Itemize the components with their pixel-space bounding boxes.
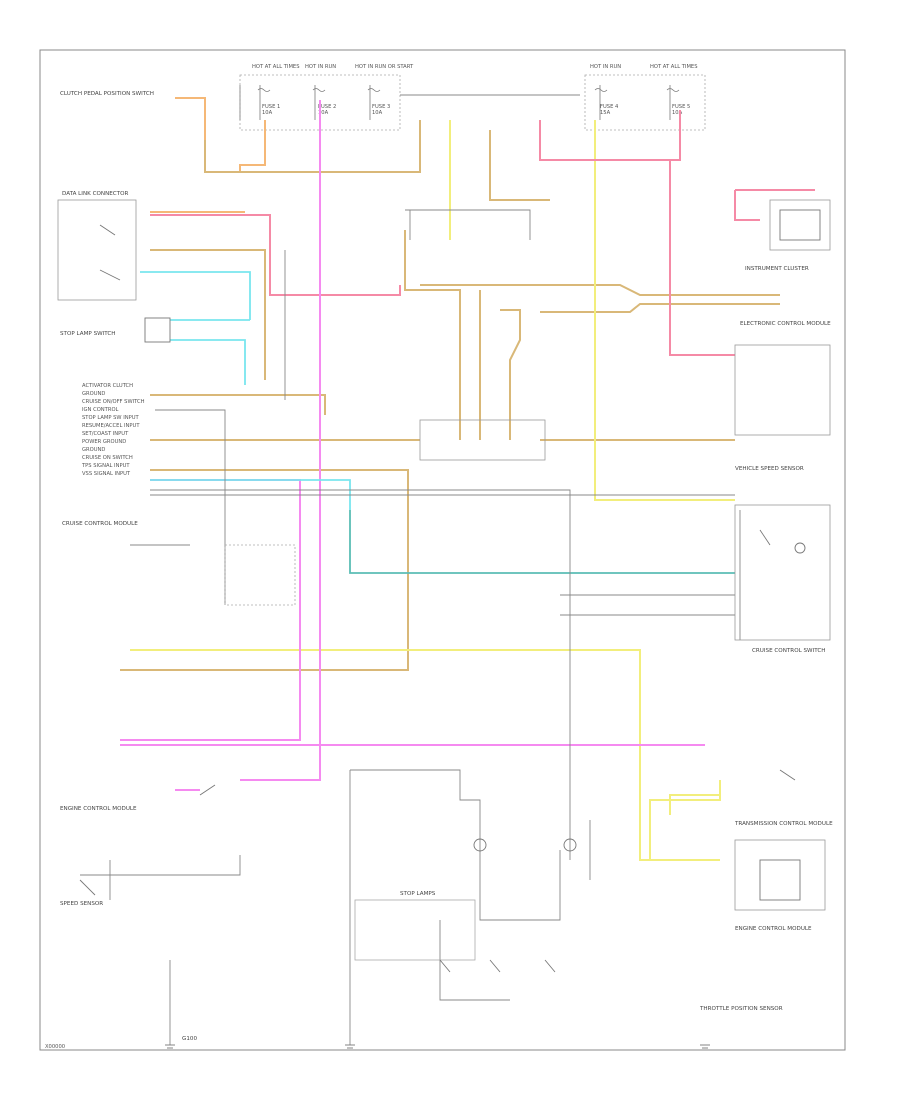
svg-text:FUSE 1: FUSE 1 — [262, 104, 280, 110]
pin-label: GROUND — [82, 447, 105, 453]
junction-box — [419, 419, 546, 461]
wire-tan — [120, 120, 780, 671]
svg-text:HOT AT ALL TIMES: HOT AT ALL TIMES — [252, 64, 300, 70]
fuse-symbols — [257, 88, 680, 92]
fuse-5: HOT AT ALL TIMES FUSE 5 10A — [650, 64, 698, 116]
svg-text:15A: 15A — [600, 110, 611, 116]
fuse-2: HOT IN RUN FUSE 2 10A — [305, 64, 336, 116]
cruise-control-switch-box — [734, 504, 831, 641]
pin-label: CRUISE ON SWITCH — [82, 455, 133, 461]
svg-text:FUSE 2: FUSE 2 — [318, 104, 336, 110]
wire-orange — [150, 97, 266, 213]
svg-text:HOT IN RUN: HOT IN RUN — [305, 64, 336, 70]
wire-cyan — [140, 271, 351, 510]
engine-module-box-left — [224, 544, 296, 606]
svg-text:10A: 10A — [318, 110, 329, 116]
wire-teal — [349, 510, 735, 574]
pin-label: VSS SIGNAL INPUT — [82, 471, 131, 477]
wire-yellow — [130, 120, 735, 861]
label-data-link: DATA LINK CONNECTOR — [62, 191, 129, 197]
label-cruise-switch: CRUISE CONTROL SWITCH — [752, 648, 825, 654]
label-throttle-position: THROTTLE POSITION SENSOR — [699, 1006, 783, 1012]
svg-text:HOT IN RUN: HOT IN RUN — [590, 64, 621, 70]
svg-text:10A: 10A — [672, 110, 683, 116]
data-link-connector-box — [57, 199, 137, 301]
pin-label: STOP LAMP SW INPUT — [82, 415, 140, 421]
wire-gray — [80, 85, 741, 1045]
pin-label: ACTIVATOR CLUTCH — [82, 383, 133, 389]
label-clutch-switch: CLUTCH PEDAL POSITION SWITCH — [60, 91, 154, 97]
stop-lamp-group-box — [354, 899, 476, 961]
label-electronic-control: ELECTRONIC CONTROL MODULE — [740, 321, 831, 327]
pin-label: IGN CONTROL — [82, 407, 119, 413]
pin-label: SET/COAST INPUT — [82, 431, 129, 437]
ground-symbols — [165, 1044, 710, 1049]
svg-text:10A: 10A — [262, 110, 273, 116]
label-instrument-cluster: INSTRUMENT CLUSTER — [745, 266, 809, 272]
pin-label: GROUND — [82, 391, 105, 397]
footer-code: X00000 — [45, 1044, 65, 1050]
label-transmission: TRANSMISSION CONTROL MODULE — [734, 821, 833, 827]
pin-label: RESUME/ACCEL INPUT — [82, 423, 140, 429]
wire-pink — [150, 110, 815, 356]
fuse-3: HOT IN RUN OR START FUSE 3 10A — [355, 64, 414, 116]
transmission-module-box — [734, 839, 826, 911]
label-vss: VEHICLE SPEED SENSOR — [735, 466, 804, 472]
label-brake-switch: STOP LAMP SWITCH — [60, 331, 116, 337]
fuse-1: HOT AT ALL TIMES FUSE 1 10A — [252, 64, 300, 116]
label-stop-lamps: STOP LAMPS — [400, 891, 436, 897]
svg-text:HOT AT ALL TIMES: HOT AT ALL TIMES — [650, 64, 698, 70]
svg-text:FUSE 5: FUSE 5 — [672, 104, 690, 110]
wire-magenta — [120, 100, 705, 791]
label-right-module: ENGINE CONTROL MODULE — [735, 926, 812, 932]
fuse-group-right — [584, 74, 706, 131]
label-cruise-module: CRUISE CONTROL MODULE — [62, 521, 138, 527]
relay-symbol — [79, 209, 821, 973]
svg-text:FUSE 3: FUSE 3 — [372, 104, 390, 110]
svg-text:FUSE 4: FUSE 4 — [600, 104, 619, 110]
fuse-4: HOT IN RUN FUSE 4 15A — [590, 64, 621, 116]
label-ground: G100 — [182, 1036, 197, 1042]
left-connector-pin-list: ACTIVATOR CLUTCH GROUND CRUISE ON/OFF SW… — [81, 383, 145, 477]
instrument-cluster-box — [769, 199, 831, 251]
diagram-frame — [39, 49, 846, 1051]
label-speed-sensor: SPEED SENSOR — [60, 901, 103, 907]
pin-label: CRUISE ON/OFF SWITCH — [82, 399, 145, 405]
svg-text:10A: 10A — [372, 110, 383, 116]
fuse-group-left — [239, 74, 401, 131]
cruise-control-module-box — [734, 344, 831, 436]
pin-label: POWER GROUND — [82, 439, 126, 445]
label-engine-control: ENGINE CONTROL MODULE — [60, 806, 137, 812]
pin-label: TPS SIGNAL INPUT — [81, 463, 130, 469]
svg-text:HOT IN RUN OR START: HOT IN RUN OR START — [355, 64, 414, 70]
